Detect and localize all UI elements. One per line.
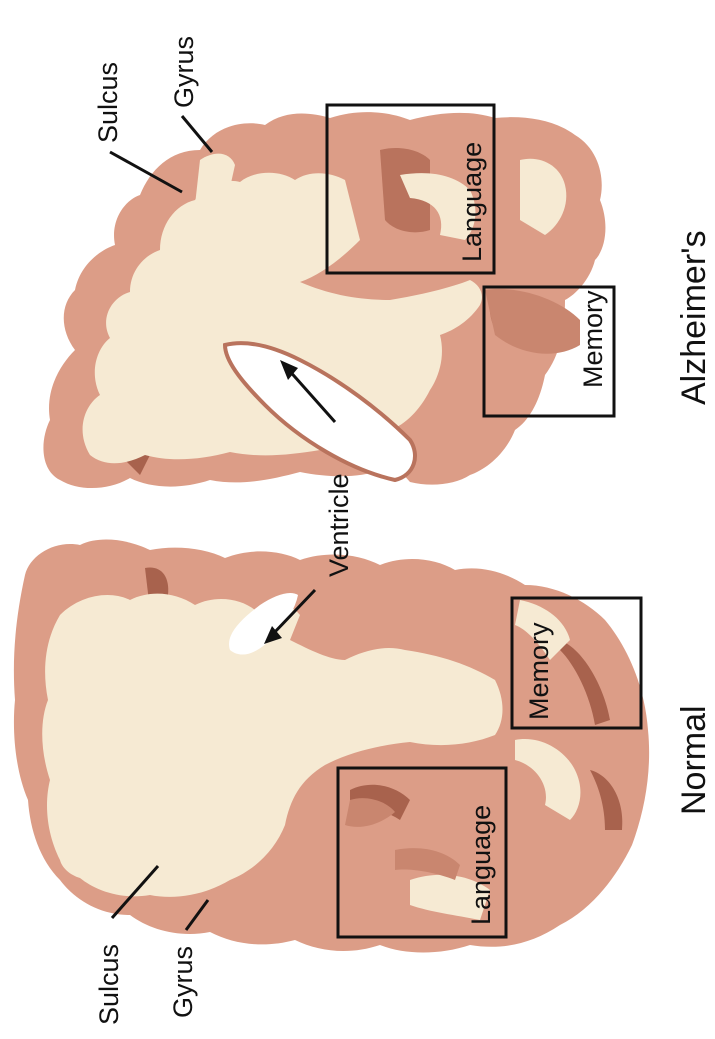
normal-brain [14,540,649,953]
sulcus-bottom-label: Sulcus [94,944,124,1025]
ventricle-label: Ventricle [324,473,354,577]
language-bottom-label: Language [466,805,496,925]
alzheimers-brain [43,112,605,488]
sulcus-top-label: Sulcus [93,62,123,143]
gyrus-top-leader [182,116,212,152]
language-top-label: Language [457,142,487,262]
gyrus-bottom-label: Gyrus [168,946,198,1018]
memory-top-label: Memory [578,290,608,388]
alzheimers-title: Alzheimer's [675,230,713,405]
normal-title: Normal [675,705,713,815]
gyrus-top-label: Gyrus [169,36,199,108]
memory-bottom-label: Memory [524,622,554,720]
